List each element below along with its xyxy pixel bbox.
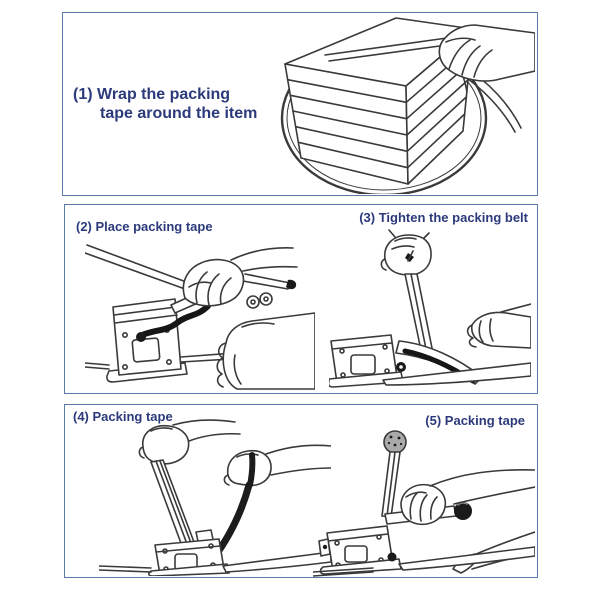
step3-caption: (3) Tighten the packing belt [359,210,528,225]
panel-steps-2-3: (2) Place packing tape (3) Tighten the p… [64,204,538,394]
step4-caption: (4) Packing tape [73,409,173,424]
step2-caption: (2) Place packing tape [76,219,213,234]
step5-illustration-ball-handle-icon [313,430,535,577]
panel-steps-4-5: (4) Packing tape (5) Packing tape [64,404,538,578]
step2-illustration-strapping-tool-icon [85,244,315,390]
panel-step-1: (1) Wrap the packing tape around the ite… [62,12,538,196]
step1-caption-line2: tape around the item [100,105,258,122]
step1-illustration-wrapped-stack-icon [280,17,535,194]
step4-illustration-two-levers-icon [99,419,331,576]
step3-illustration-lever-pull-icon [329,229,531,388]
step1-caption-line1: (1) Wrap the packing [73,86,231,103]
step5-caption: (5) Packing tape [425,413,525,428]
step1-caption: (1) Wrap the packing tape around the ite… [73,85,257,123]
